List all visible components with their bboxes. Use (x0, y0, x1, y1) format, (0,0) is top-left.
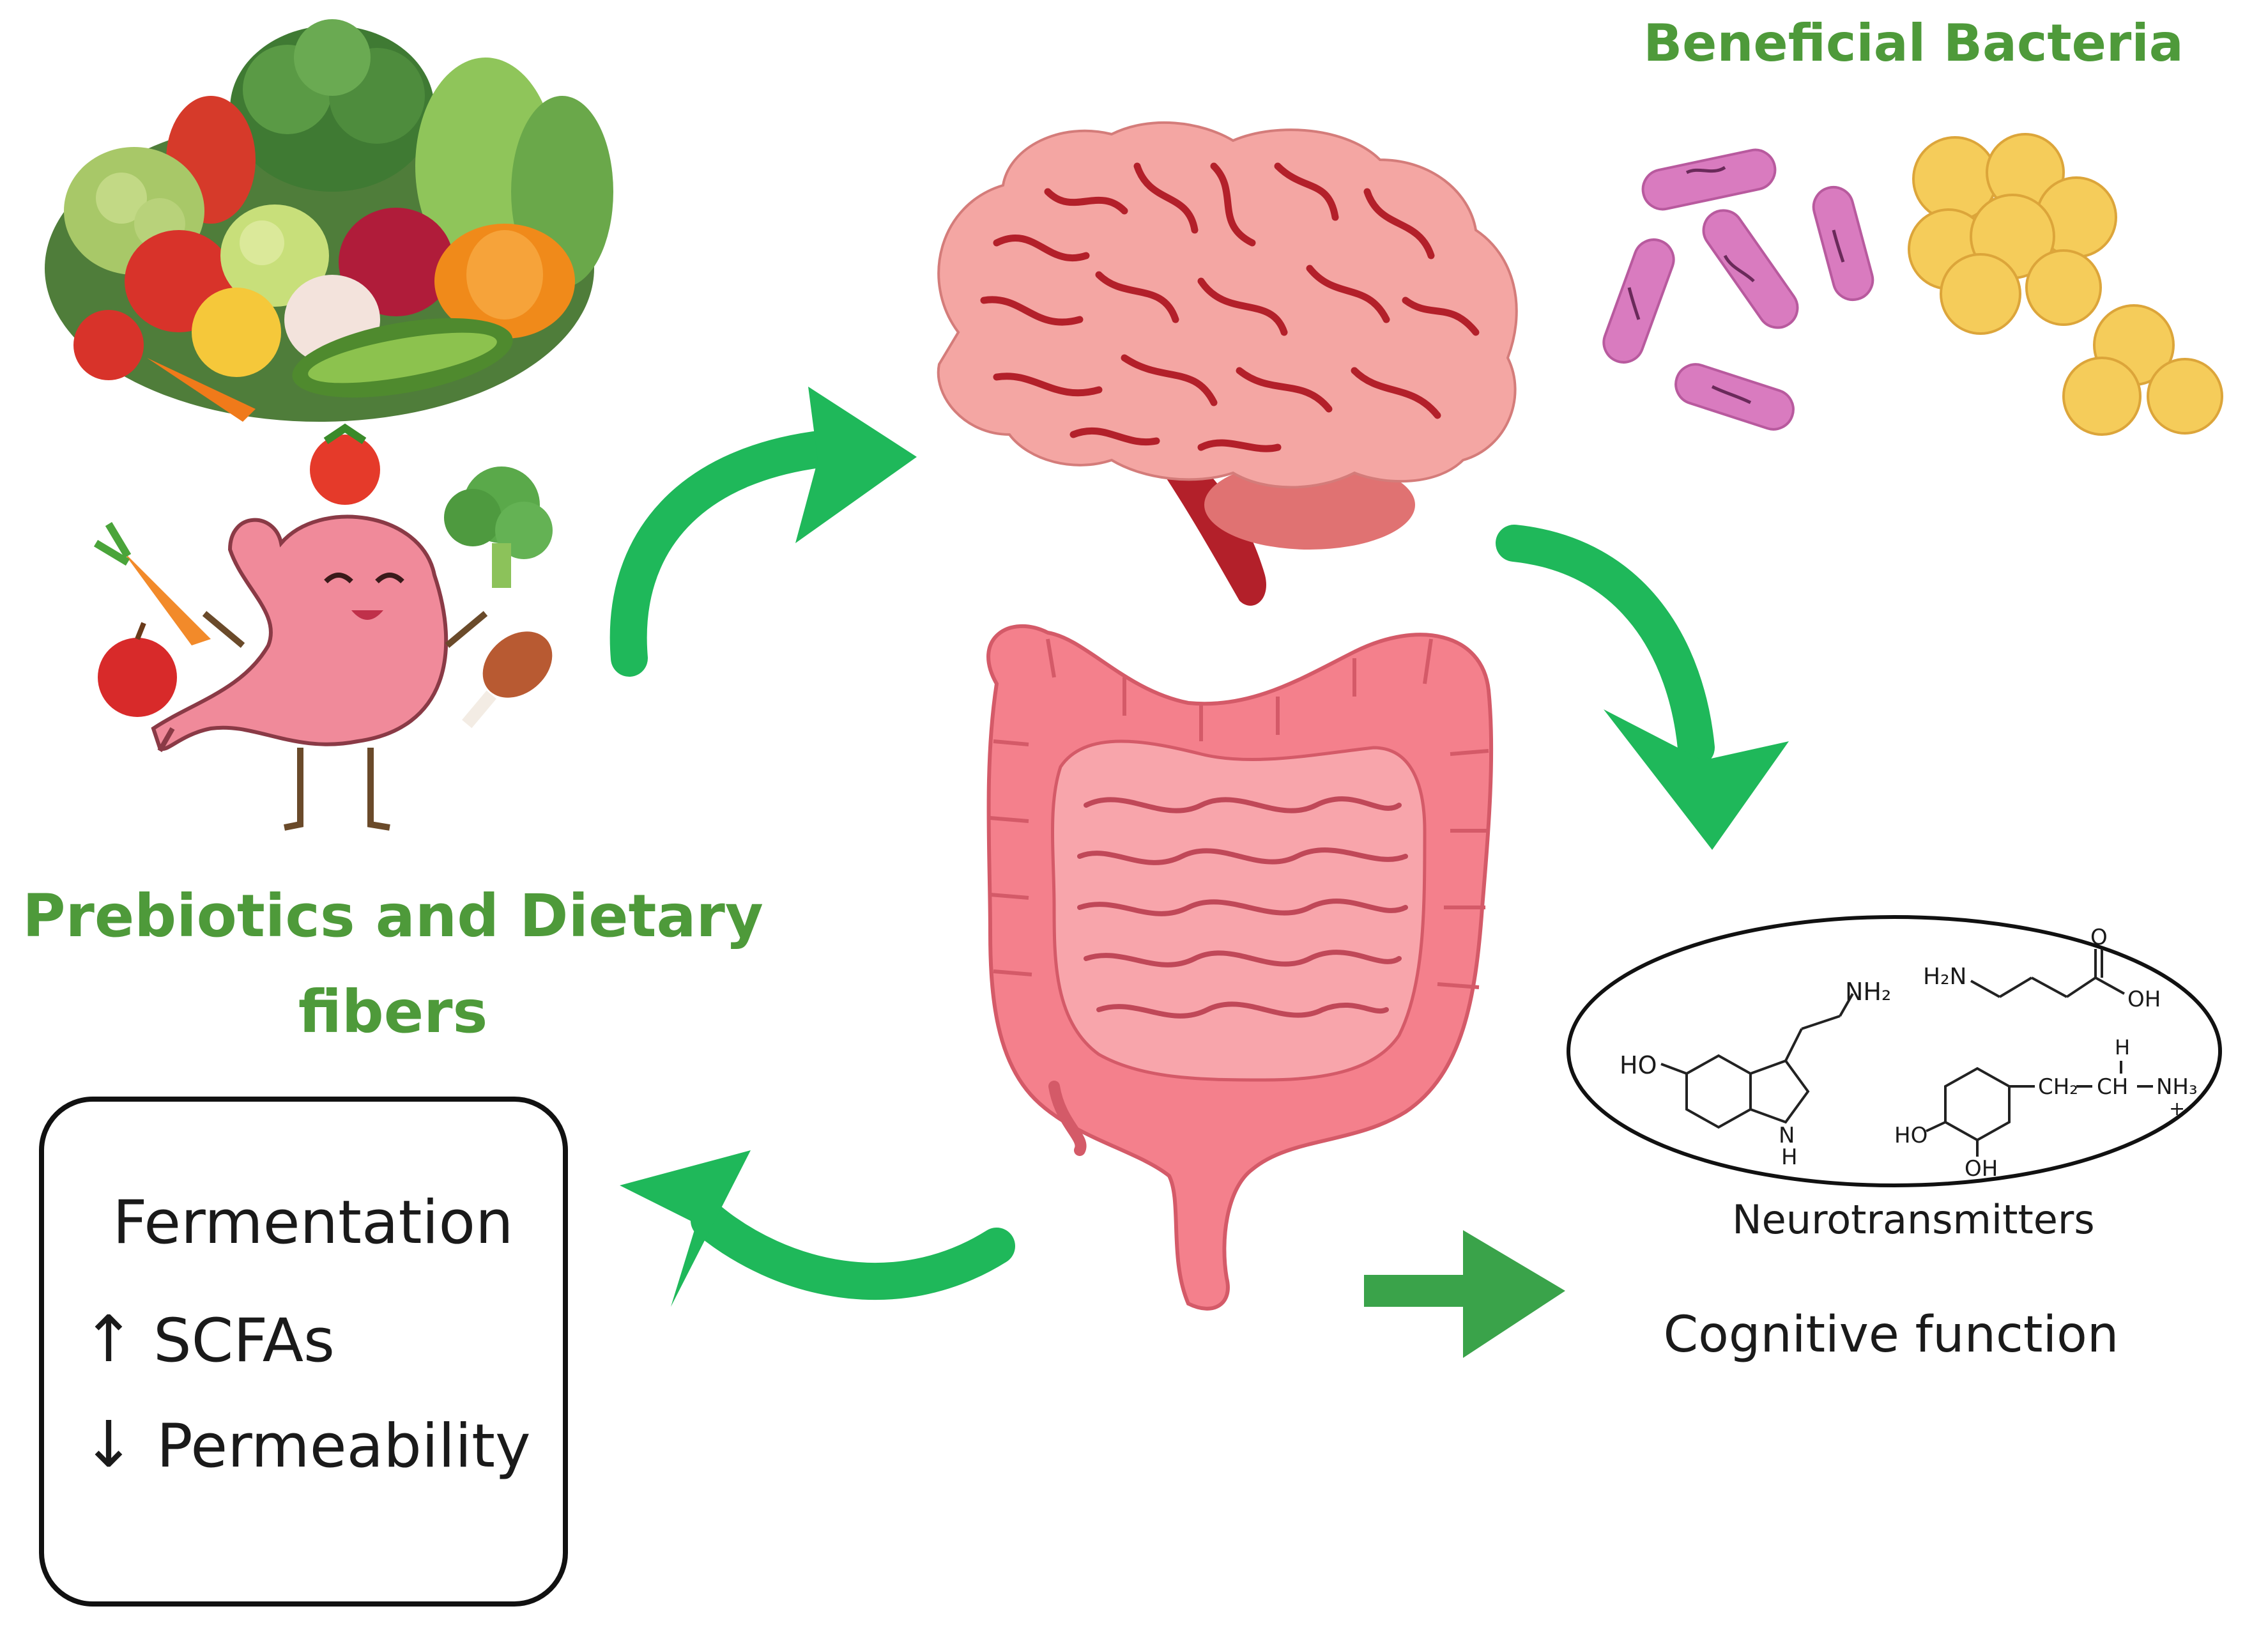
dopamine-plus-label: + (2169, 1098, 2185, 1120)
cognitive-function-label: Cognitive function (1664, 1306, 2119, 1364)
arrow-down-icon: ↓ (82, 1407, 135, 1482)
gaba-structure-icon (1970, 949, 2125, 998)
permeability-label: Permeability (157, 1412, 531, 1481)
neurotransmitters-panel: NH₂ HO N H H₂N O OH CH₂ CH H N (1567, 915, 2222, 1187)
serotonin-h-label: H (1781, 1145, 1798, 1170)
dopamine-structure-icon (1926, 1061, 2153, 1157)
scfas-label: SCFAs (153, 1306, 335, 1376)
serotonin-ho-label: HO (1620, 1051, 1657, 1079)
dopamine-ch-label: CH (2097, 1074, 2128, 1100)
dopamine-h-label: H (2115, 1035, 2130, 1060)
rod-bacteria-icon (1602, 148, 1874, 431)
gaba-o-label: O (2090, 925, 2108, 950)
fermentation-box: Fermentation ↑ SCFAs ↓ Permeability (39, 1097, 568, 1607)
stomach-mascot-icon (93, 423, 553, 831)
curved-arrow-to-brain-icon (609, 387, 917, 677)
serotonin-n-label: N (1779, 1123, 1795, 1148)
intestine-icon (986, 624, 1494, 1311)
straight-arrow-to-cognitive-icon (1364, 1230, 1565, 1358)
gaba-h2n-label: H₂N (1923, 964, 1966, 990)
serotonin-nh2-label: NH₂ (1845, 978, 1891, 1006)
arrow-up-icon: ↑ (82, 1302, 135, 1376)
beneficial-bacteria-title: Beneficial Bacteria (1643, 13, 2184, 73)
brain-icon (937, 121, 1518, 606)
dopamine-oh-label: OH (1965, 1156, 1998, 1182)
curved-arrow-to-fermentation-icon (620, 1150, 1015, 1307)
neurotransmitters-label: Neurotransmitters (1732, 1196, 2094, 1243)
dopamine-ho-label: HO (1894, 1123, 1927, 1148)
dopamine-ch2-label: CH₂ (2038, 1074, 2078, 1100)
coccus-bacteria-icon (1908, 133, 2223, 436)
gaba-oh-label: OH (2127, 987, 2161, 1012)
curved-arrow-to-neurotransmitters-icon (1496, 525, 1789, 850)
prebiotics-title-line1: Prebiotics and Dietary (22, 882, 763, 950)
prebiotics-title-line2: fibers (298, 978, 488, 1046)
dopamine-nh3-label: NH₃ (2156, 1074, 2198, 1100)
vegetables-icon (45, 19, 613, 422)
fermentation-heading: Fermentation (112, 1188, 513, 1258)
serotonin-structure-icon (1660, 993, 1854, 1129)
